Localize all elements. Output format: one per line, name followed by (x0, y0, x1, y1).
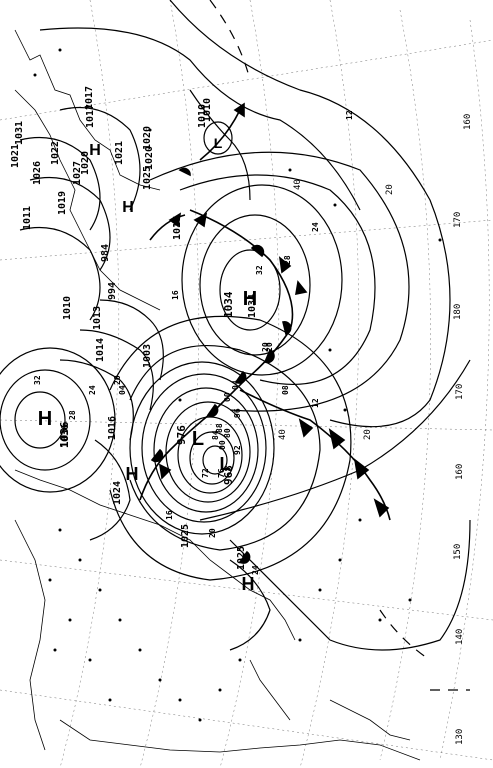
isobar-label: 1021 (10, 144, 21, 168)
isobar-labels: 1034 32 28 24 20 1036 28 24 32 1016 1010 994 984 1013… (10, 86, 354, 575)
high-center-1034: H (243, 288, 257, 310)
isobar-label: 00 (218, 440, 227, 450)
isobar-label: 1016 (107, 416, 118, 440)
high-value-1034: 1034 (222, 291, 235, 318)
isobar-label: 1034 (247, 294, 258, 318)
isobar-label: 1036 (60, 424, 71, 448)
isobar-label: 04 (231, 380, 240, 390)
isobar-label: 32 (255, 265, 264, 275)
isobar-label: 00 (223, 392, 232, 402)
low-value-1010: 1010 (197, 104, 208, 128)
isobar-label: 16 (171, 290, 180, 300)
isobar-label: 32 (33, 375, 42, 385)
isobar-label: 984 (100, 244, 111, 262)
isobar-label: 20 (208, 528, 217, 538)
longitude-label: 170 (455, 384, 465, 400)
isobar-label: 04 (118, 385, 127, 395)
isobar-label: 1025 (180, 524, 191, 548)
isobar-label: 20 (265, 342, 274, 352)
longitude-label: 150 (453, 544, 463, 560)
low-center-968: L (220, 454, 231, 474)
low-value-968: 968 (222, 465, 235, 485)
high-center-1020: H (122, 199, 134, 216)
high-value-1025: 1025 (236, 546, 247, 570)
isobar-label: 1013 (92, 306, 103, 330)
low-center-1010: L (214, 135, 223, 151)
latitude-label: 40 (293, 179, 303, 190)
isobar-label: 1011 (22, 206, 33, 230)
isobar-label: 92 (233, 445, 242, 455)
low-center-976: L (192, 428, 204, 450)
isobar-label: 1017 (172, 216, 183, 240)
isobar-label: 1010 (62, 296, 73, 320)
longitude-label: 170 (453, 212, 463, 228)
high-center-1036: H (38, 408, 52, 430)
isobar-label: 08 (281, 385, 290, 395)
longitude-label: 180 (453, 304, 463, 320)
high-center-1024: H (126, 464, 139, 484)
latitude-label: 40 (278, 429, 288, 440)
longitude-label: 160 (455, 464, 465, 480)
station-plots (33, 48, 442, 722)
isobar-label: 20 (261, 342, 270, 352)
isobar-label: 1026 (32, 161, 43, 185)
isobar-label: 28 (68, 410, 77, 420)
isobar-label: 1014 (95, 338, 106, 362)
grid-labels: 160 170 180 170 160 150 140 130 40 20 40 20 (278, 114, 473, 745)
isobar-label: 12 (345, 110, 354, 120)
isobar-label: 88 (215, 423, 224, 433)
isobar-label: 1010 (202, 98, 213, 122)
isobar-label: 24 (251, 565, 260, 575)
isobar-label: 24 (88, 385, 97, 395)
high-value-1020: 1020 (142, 126, 153, 150)
isobars (0, 0, 471, 651)
isobar-label: 24 (311, 222, 320, 232)
isobar-label: 994 (107, 282, 118, 300)
boundaries (209, 0, 470, 691)
low-value-976: 976 (175, 425, 188, 445)
isobar-label: 16 (165, 510, 174, 520)
latitude-label: 20 (385, 184, 395, 195)
latitude-label: 20 (363, 429, 373, 440)
isobar-label: 1022 (50, 141, 61, 165)
isobar-label: 76 (217, 468, 226, 478)
high-value-1024: 1024 (112, 481, 123, 505)
high-value-1021: 1021 (114, 141, 125, 165)
isobar-label: 1025 (142, 166, 153, 190)
high-center-1025: H (242, 574, 255, 594)
isobar-label: 84 (211, 430, 220, 440)
isobar-label: 96 (233, 408, 242, 418)
longitude-label: 130 (455, 729, 465, 745)
coastline (14, 29, 421, 761)
pressure-systems: H 1034 H 1036 H 1024 H 1025 H 1021 H 102… (38, 104, 257, 594)
isobar-label: 28 (283, 255, 292, 265)
isobar-label: 72 (201, 468, 210, 478)
high-center-1021: H (89, 142, 101, 159)
isobar-label: 1027 (72, 161, 83, 185)
isobar-label: 12 (311, 398, 320, 408)
isobar-label: 20 (113, 375, 122, 385)
isobar-label: 1017 (85, 104, 96, 128)
isobar-label: 1020 (144, 146, 155, 170)
isobar-label: 1003 (142, 344, 153, 368)
isobar-label: 1031 (14, 121, 25, 145)
longitude-label: 140 (455, 629, 465, 645)
longitude-label: 160 (463, 114, 473, 130)
isobar-label: 80 (223, 428, 232, 438)
fronts (139, 102, 391, 564)
high-value-1036: 1036 (58, 421, 71, 448)
isobar-label: 1019 (57, 191, 68, 215)
isobar-label: 1020 (80, 151, 91, 175)
isobar-label: 1017 (84, 86, 95, 110)
